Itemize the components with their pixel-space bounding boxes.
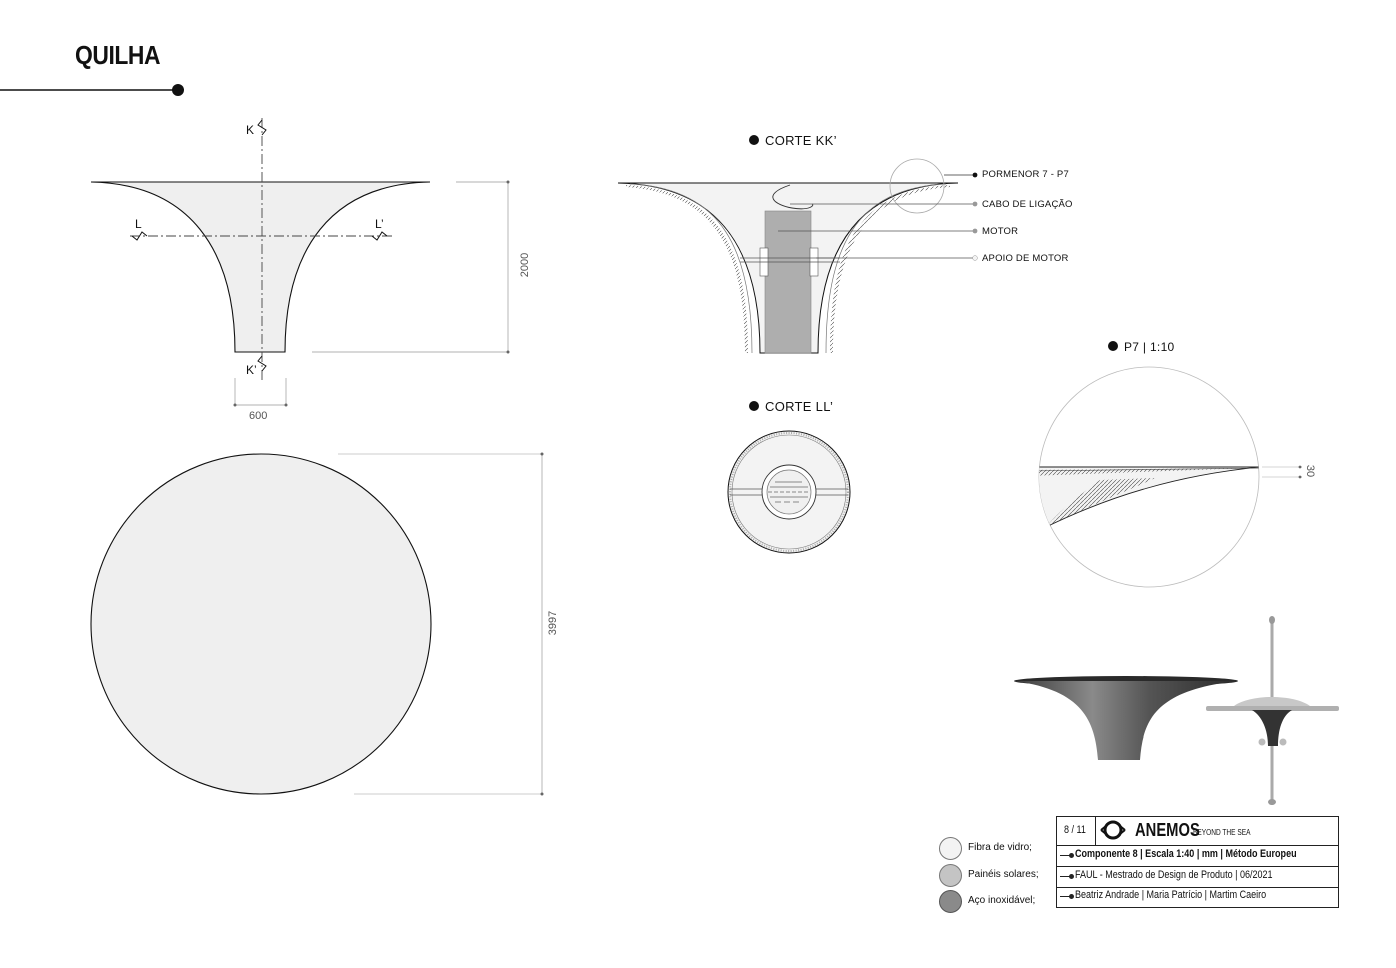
title-block: 8 / 11 ANEMOS BEYOND THE SEA Componente … bbox=[1056, 816, 1339, 908]
title-block-header: 8 / 11 ANEMOS BEYOND THE SEA bbox=[1057, 817, 1338, 846]
detail-p7-drawing bbox=[1038, 341, 1302, 588]
materials-legend: Fibra de vidro; Painéis solares; Aço ino… bbox=[939, 837, 1049, 917]
legend-label-solar: Painéis solares; bbox=[968, 869, 1039, 880]
dimension-base-width: 600 bbox=[249, 410, 268, 422]
callout-motor: MOTOR bbox=[982, 226, 1019, 237]
section-ll-title: CORTE LL’ bbox=[765, 399, 834, 414]
keel-elevation bbox=[90, 118, 510, 407]
title-underline bbox=[0, 84, 184, 96]
callout-cabo: CABO DE LIGAÇÃO bbox=[982, 199, 1073, 210]
legend-label-steel: Aço inoxidável; bbox=[968, 895, 1036, 906]
callout-apoio: APOIO DE MOTOR bbox=[982, 253, 1069, 264]
section-mark-k-top: K bbox=[246, 123, 255, 137]
page-title: QUILHA bbox=[75, 40, 161, 70]
section-kk-title: CORTE KK’ bbox=[765, 133, 837, 148]
page-number: 8 / 11 bbox=[1064, 824, 1086, 836]
school-line: FAUL - Mestrado de Design de Produto | 0… bbox=[1075, 869, 1273, 881]
legend-label-fiberglass: Fibra de vidro; bbox=[968, 842, 1032, 853]
dimension-detail-thickness: 30 bbox=[1304, 464, 1316, 478]
section-ll-drawing bbox=[727, 401, 851, 554]
brand-name: ANEMOS bbox=[1135, 820, 1200, 840]
section-mark-k-bottom: K’ bbox=[246, 363, 257, 377]
callout-pormenor: PORMENOR 7 - P7 bbox=[982, 169, 1069, 180]
legend-swatch-solar bbox=[939, 864, 962, 887]
keel-plan bbox=[90, 452, 544, 796]
anemos-logo-icon bbox=[1100, 820, 1126, 840]
section-mark-l-left: L bbox=[135, 217, 142, 231]
legend-swatch-steel bbox=[939, 890, 962, 913]
section-kk-drawing bbox=[617, 135, 978, 354]
spec-line: Componente 8 | Escala 1:40 | mm | Método… bbox=[1075, 848, 1297, 860]
dimension-diameter: 3997 bbox=[547, 610, 559, 636]
keel-render bbox=[1014, 676, 1238, 760]
detail-p7-title: P7 | 1:10 bbox=[1124, 340, 1175, 354]
dimension-height: 2000 bbox=[519, 252, 531, 278]
authors-line: Beatriz Andrade | Maria Patrício | Marti… bbox=[1075, 889, 1267, 901]
assembly-render bbox=[1206, 616, 1339, 805]
section-mark-l-right: L’ bbox=[375, 217, 384, 231]
brand-tagline: BEYOND THE SEA bbox=[1193, 828, 1251, 837]
legend-swatch-fiberglass bbox=[939, 837, 962, 860]
